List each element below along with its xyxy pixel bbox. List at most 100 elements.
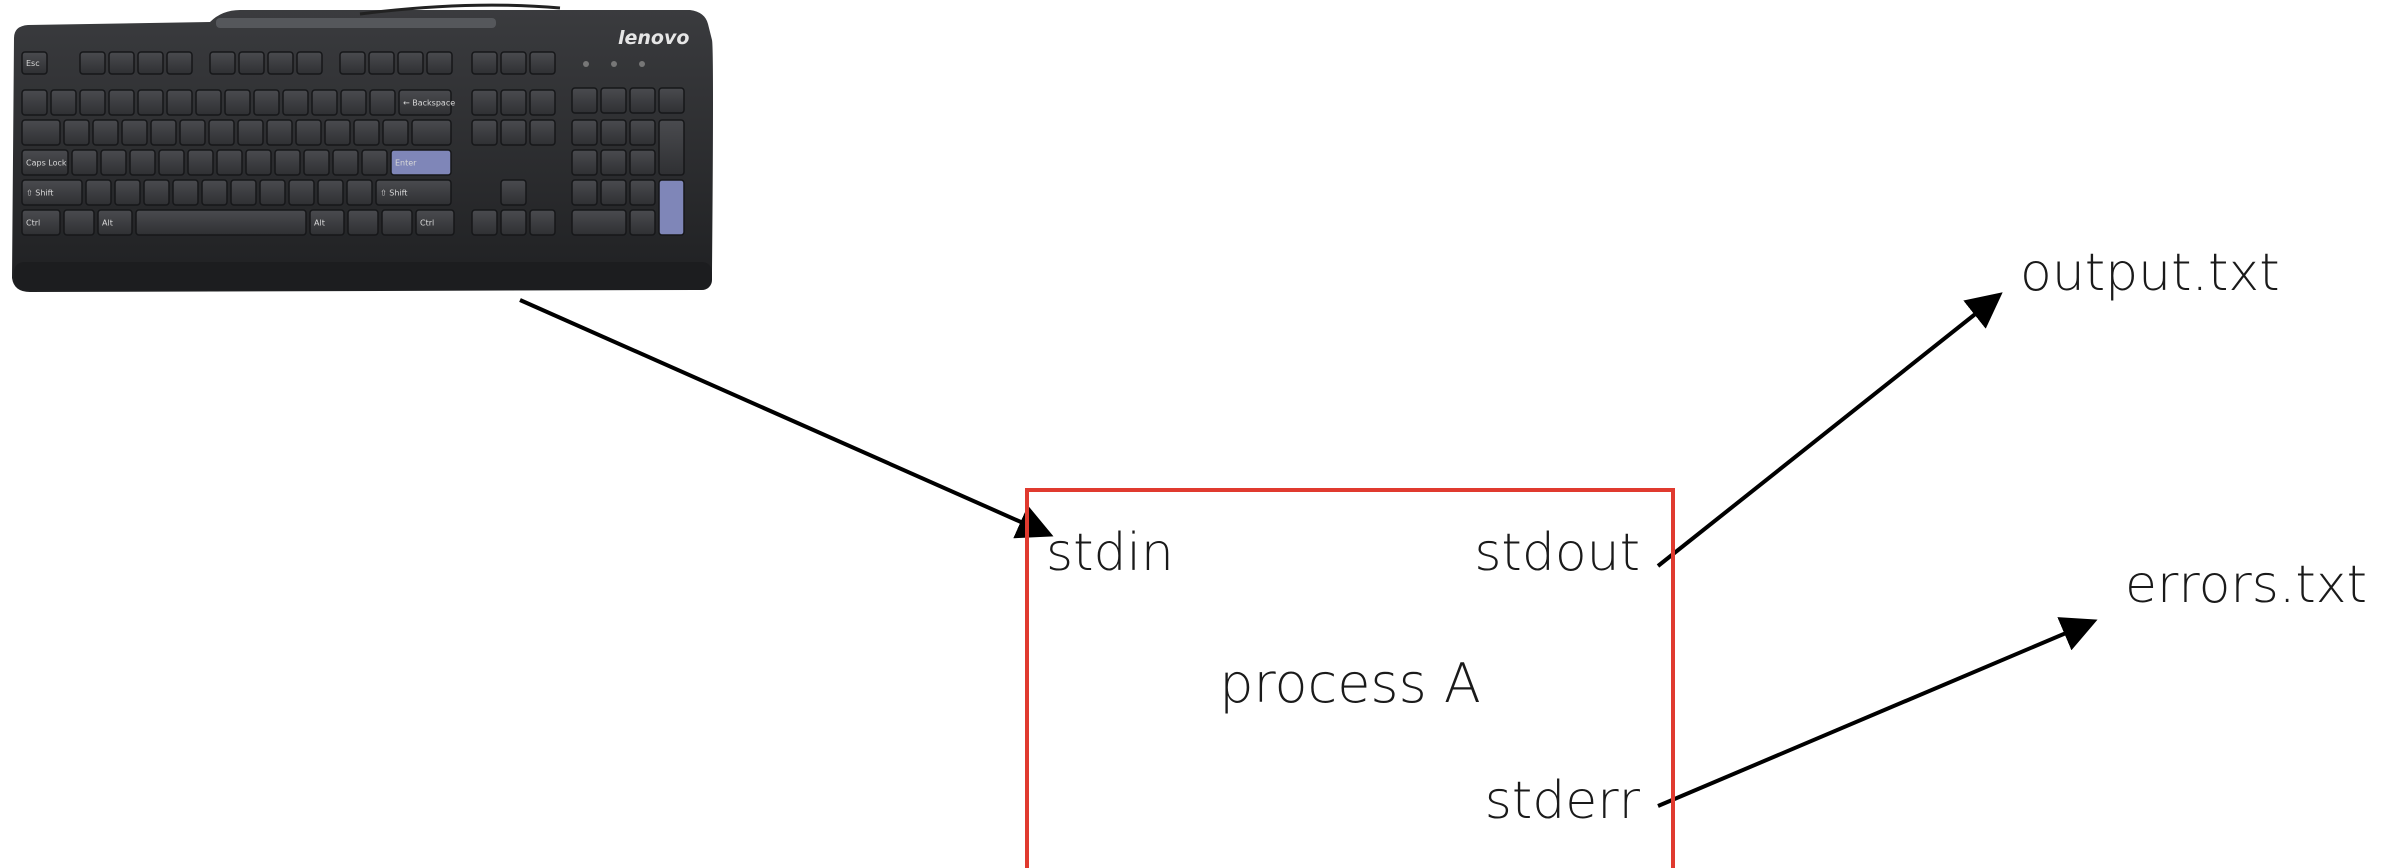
keyboard-key <box>500 89 527 116</box>
keyboard-key <box>71 149 98 176</box>
keyboard-key <box>137 51 164 75</box>
keyboard-key-label: ← Backspace <box>403 99 455 108</box>
status-light <box>611 61 617 67</box>
keyboard-key <box>21 149 69 176</box>
keyboard-key <box>97 209 133 236</box>
keyboard-key <box>237 119 264 146</box>
keyboard-key <box>208 119 235 146</box>
keyboard-key <box>179 119 206 146</box>
keyboard-key <box>259 179 286 206</box>
keyboard-top-strip <box>216 18 496 28</box>
keyboard-key <box>317 179 344 206</box>
keyboard-key <box>108 89 135 116</box>
keyboard-key <box>21 51 48 75</box>
keyboard-key <box>224 89 251 116</box>
keyboard-key <box>658 179 685 236</box>
keyboard-key <box>426 51 453 75</box>
keyboard-key-label: ⇧ Shift <box>380 189 407 198</box>
stdout-label: stdout <box>1474 523 1640 583</box>
keyboard-key <box>629 209 656 236</box>
keyboard-key <box>172 179 199 206</box>
arrow-stderr-to-errors <box>1657 617 2098 808</box>
keyboard-key-label: Esc <box>26 59 40 68</box>
keyboard-key <box>143 179 170 206</box>
keyboard-brand: lenovo <box>618 27 689 49</box>
keyboard-key <box>529 119 556 146</box>
keyboard-key <box>500 209 527 236</box>
keyboard-key <box>216 149 243 176</box>
keyboard-key <box>21 119 61 146</box>
keyboard-key <box>230 179 257 206</box>
keyboard-key <box>339 51 366 75</box>
stdin-label: stdin <box>1046 523 1174 583</box>
keyboard-key <box>629 87 656 114</box>
keyboard-key <box>390 149 452 176</box>
keyboard-key-label: Enter <box>395 159 417 168</box>
keyboard-key <box>253 89 280 116</box>
keyboard-key <box>303 149 330 176</box>
process-box <box>1025 488 1675 868</box>
keyboard-key-label: Ctrl <box>26 219 40 228</box>
keyboard-key <box>411 119 452 146</box>
keyboard-key <box>629 179 656 206</box>
keyboard-key <box>195 89 222 116</box>
keyboard-key <box>471 119 498 146</box>
keyboard-key-label: Caps Lock <box>26 159 67 168</box>
keyboard-key-label: Alt <box>102 219 113 228</box>
arrow-stdout-to-output <box>1656 292 2003 568</box>
keyboard-key <box>201 179 228 206</box>
keyboard-key <box>600 87 627 114</box>
keyboard-key <box>288 179 315 206</box>
keyboard-key <box>332 149 359 176</box>
keyboard-key <box>369 89 396 116</box>
keyboard-key <box>158 149 185 176</box>
keyboard-key <box>79 89 106 116</box>
keyboard-key <box>187 149 214 176</box>
keyboard-key <box>63 209 95 236</box>
keyboard-key <box>353 119 380 146</box>
keyboard-key <box>311 89 338 116</box>
keyboard-key <box>309 209 345 236</box>
keyboard-key <box>500 179 527 206</box>
keyboard-key <box>245 149 272 176</box>
keyboard-key <box>282 89 309 116</box>
keyboard-key <box>415 209 455 236</box>
keyboard-key <box>571 87 598 114</box>
status-light <box>583 61 589 67</box>
keyboard-key <box>658 119 685 176</box>
keyboard-key <box>324 119 351 146</box>
keyboard-key <box>471 89 498 116</box>
keyboard-key <box>346 179 373 206</box>
keyboard-key <box>21 89 48 116</box>
keyboard-key <box>397 51 424 75</box>
keyboard-key <box>629 119 656 146</box>
keyboard-key <box>274 149 301 176</box>
keyboard-key <box>361 149 388 176</box>
keyboard-key <box>50 89 77 116</box>
keyboard-key <box>381 209 413 236</box>
keyboard-key <box>295 119 322 146</box>
keyboard-key-label: Alt <box>314 219 325 228</box>
keyboard-key <box>209 51 236 75</box>
keyboard-palm-edge <box>14 262 712 290</box>
keyboard-key <box>571 209 627 236</box>
keyboard-key <box>108 51 135 75</box>
output-file-label: output.txt <box>2020 243 2280 303</box>
keyboard-key <box>658 87 685 114</box>
keyboard-key <box>529 51 556 75</box>
keyboard-key <box>571 149 598 176</box>
keyboard-key <box>347 209 379 236</box>
keyboard-key <box>129 149 156 176</box>
keyboard-key-label: Ctrl <box>420 219 434 228</box>
keyboard-key <box>92 119 119 146</box>
keyboard-key <box>471 51 498 75</box>
keyboard-key <box>238 51 265 75</box>
keyboard-key <box>296 51 323 75</box>
keyboard-key <box>375 179 452 206</box>
keyboard-key <box>500 119 527 146</box>
keyboard-key <box>368 51 395 75</box>
keyboard-key <box>166 89 193 116</box>
keyboard-key <box>600 149 627 176</box>
stderr-label: stderr <box>1485 771 1641 831</box>
